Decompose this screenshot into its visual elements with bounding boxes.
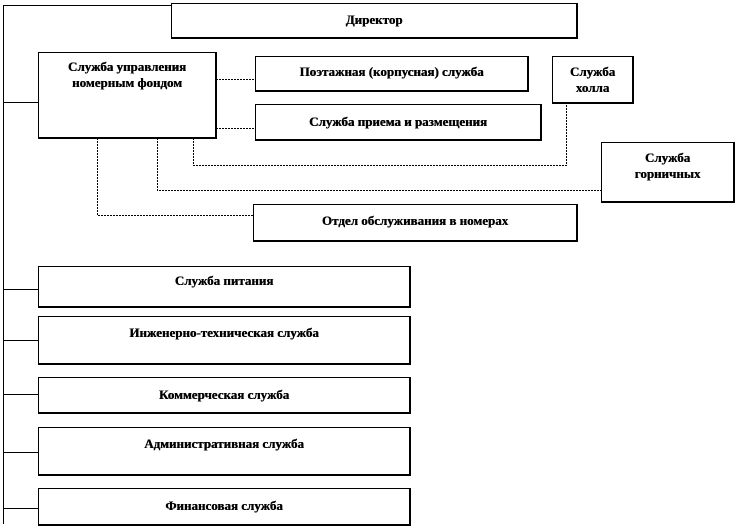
food-service-box: Служба питания bbox=[38, 266, 411, 308]
financial-label: Финансовая служба bbox=[165, 498, 283, 513]
link-hall-service bbox=[193, 103, 567, 166]
commercial-label: Коммерческая служба bbox=[158, 387, 290, 402]
commercial-box: Коммерческая служба bbox=[38, 377, 411, 414]
link-room-service-dept bbox=[97, 138, 256, 216]
food-service-label: Служба питания bbox=[174, 273, 274, 288]
hall-service-box: Служба холла bbox=[552, 56, 634, 104]
engineering-box: Инженерно-техническая служба bbox=[38, 316, 411, 365]
room-service-dept-box: Отдел обслуживания в номерах bbox=[253, 204, 578, 242]
room-management-box: Служба управления номерным фондом bbox=[38, 52, 217, 139]
floor-service-box: Поэтажная (корпусная) служба bbox=[255, 56, 529, 92]
director-box: Директор bbox=[171, 3, 578, 39]
maids-service-label: Служба горничных bbox=[634, 150, 701, 181]
reception-label: Служба приема и размещения bbox=[309, 114, 487, 129]
room-management-label: Служба управления номерным фондом bbox=[67, 59, 187, 90]
engineering-label: Инженерно-техническая служба bbox=[129, 325, 319, 340]
administrative-box: Административная служба bbox=[38, 427, 411, 476]
reception-box: Служба приема и размещения bbox=[255, 104, 542, 141]
floor-service-label: Поэтажная (корпусная) служба bbox=[299, 64, 484, 79]
director-label: Директор bbox=[345, 12, 403, 27]
financial-box: Финансовая служба bbox=[38, 488, 411, 526]
link-maids-service bbox=[157, 138, 603, 191]
room-service-dept-label: Отдел обслуживания в номерах bbox=[321, 213, 509, 228]
hall-service-label: Служба холла bbox=[569, 64, 616, 95]
maids-service-box: Служба горничных bbox=[601, 142, 735, 203]
administrative-label: Административная служба bbox=[144, 436, 304, 451]
